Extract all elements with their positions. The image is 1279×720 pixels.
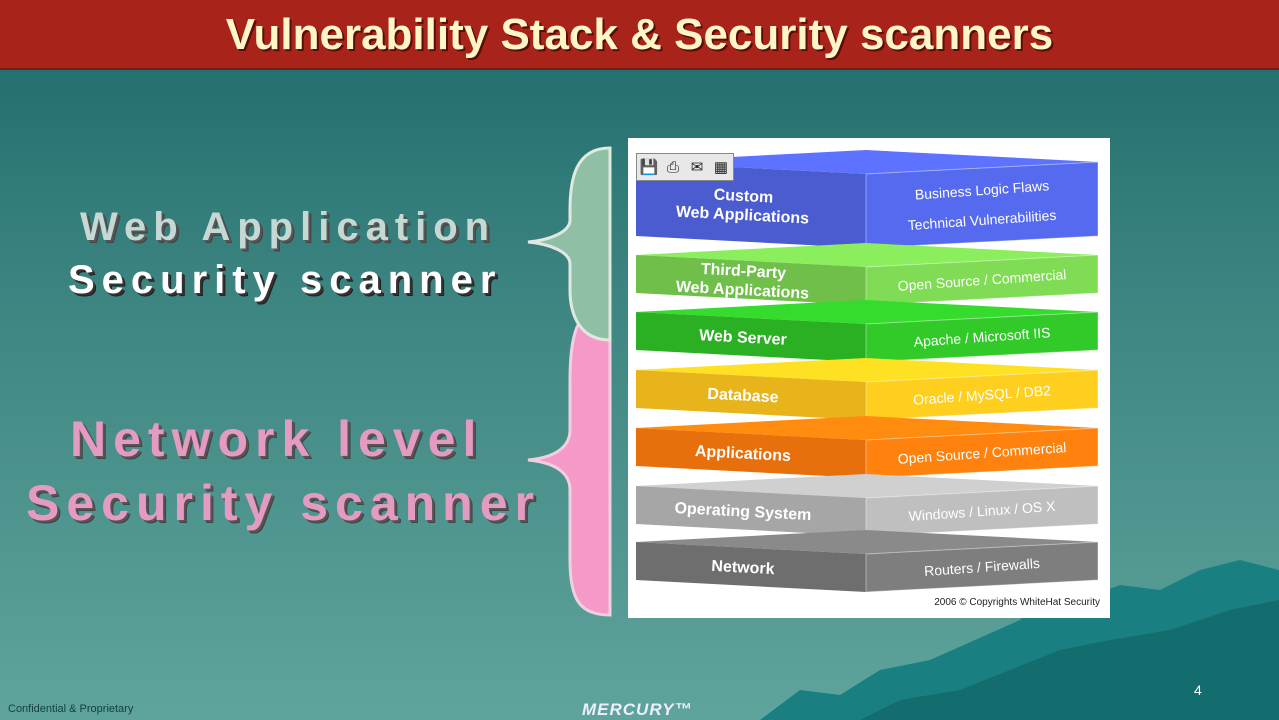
network-scanner-label-line1: Network level: [70, 411, 484, 467]
web-scanner-label-line1: Web Application: [80, 205, 497, 249]
stack-layer-label: Third-Party: [700, 261, 786, 282]
footer-confidential: Confidential & Proprietary: [8, 703, 134, 715]
title-bar: [0, 0, 1279, 70]
stack-layer-label: Applications: [695, 443, 792, 465]
save-icon[interactable]: 💾: [639, 159, 659, 176]
network-scanner-label-line2: Security scanner: [26, 475, 541, 531]
page-number: 4: [1194, 682, 1202, 698]
stack-layer-label: Network: [711, 558, 775, 578]
stack-layer-label: Web Server: [699, 327, 788, 349]
image-icon[interactable]: ▦: [713, 159, 729, 176]
stack-layer-label: Web Applications: [675, 279, 809, 303]
slide-title: Vulnerability Stack & Security scanners: [225, 10, 1054, 59]
stack-layer-label: Database: [707, 386, 779, 407]
stack-layer-label: Web Applications: [675, 204, 809, 228]
braces: [527, 146, 612, 617]
email-icon[interactable]: ✉: [690, 159, 704, 176]
stack-layer-label: Custom: [713, 187, 773, 207]
copyright-text: 2006 © Copyrights WhiteHat Security: [934, 597, 1100, 608]
mercury-logo: MERCURY™: [582, 700, 693, 719]
image-toolbar: 💾 ⎙ ✉ ▦: [636, 153, 734, 181]
web-brace: [527, 146, 612, 342]
web-scanner-label-line2: Security scanner: [68, 258, 503, 302]
print-icon[interactable]: ⎙: [666, 158, 679, 176]
network-brace: [527, 303, 612, 617]
